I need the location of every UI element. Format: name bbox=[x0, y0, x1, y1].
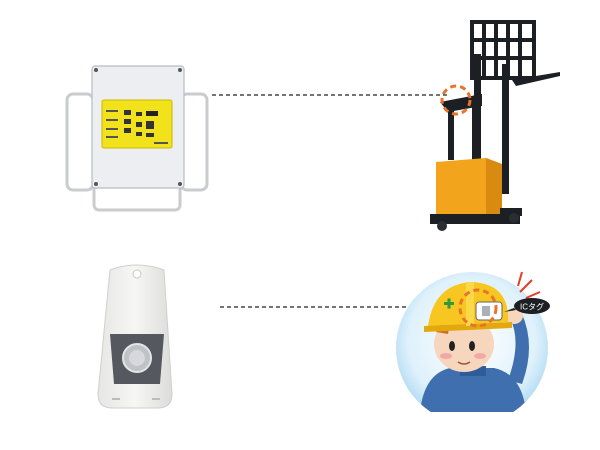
connector-line-top bbox=[212, 94, 448, 96]
reach-forklift-icon bbox=[430, 20, 560, 231]
ic-tag-callout: ICタグ bbox=[520, 302, 544, 312]
reader-unit bbox=[62, 62, 212, 217]
forklift bbox=[412, 14, 562, 234]
ic-tag-device bbox=[92, 262, 182, 412]
antenna-reader-icon bbox=[65, 65, 209, 212]
worker: ICタグ bbox=[390, 262, 560, 412]
ic-tag-device-icon bbox=[97, 264, 173, 409]
worker-helmet-icon: ICタグ bbox=[396, 271, 550, 412]
connector-line-bottom bbox=[220, 306, 462, 308]
